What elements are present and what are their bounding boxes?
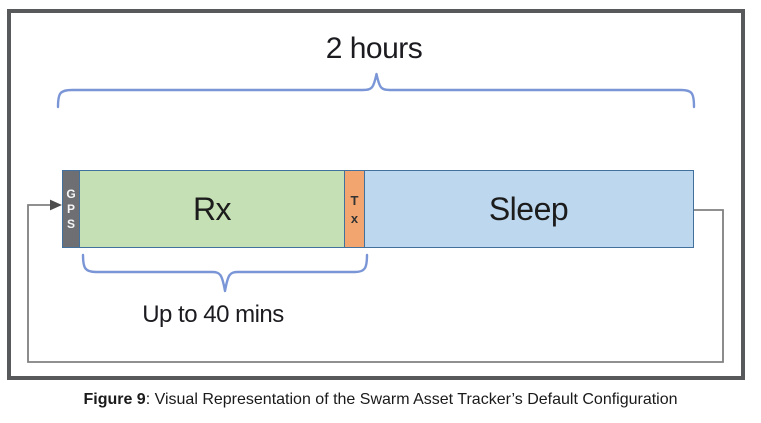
segment-gps-letter: P [66,202,75,216]
segment-tx: T x [344,170,365,248]
segment-sleep: Sleep [363,170,694,248]
segment-tx-letter: T [350,192,359,208]
segment-gps-letter: S [66,217,75,231]
segment-tx-letter: x [350,210,359,226]
figure-caption-number: Figure 9 [83,391,146,408]
figure-caption: Figure 9: Visual Representation of the S… [0,391,761,409]
segment-gps-letter: G [66,187,76,201]
rx-duration-label: Up to 40 mins [142,301,284,328]
figure-caption-text: : Visual Representation of the Swarm Ass… [145,391,678,408]
total-cycle-duration-label: 2 hours [325,32,423,65]
segment-sleep-label: Sleep [488,191,569,227]
segment-gps: G P S [62,170,80,248]
segment-rx: Rx [78,170,346,248]
timeline-bar: G P S Rx T x Sleep [62,170,695,248]
segment-rx-label: Rx [192,191,232,227]
